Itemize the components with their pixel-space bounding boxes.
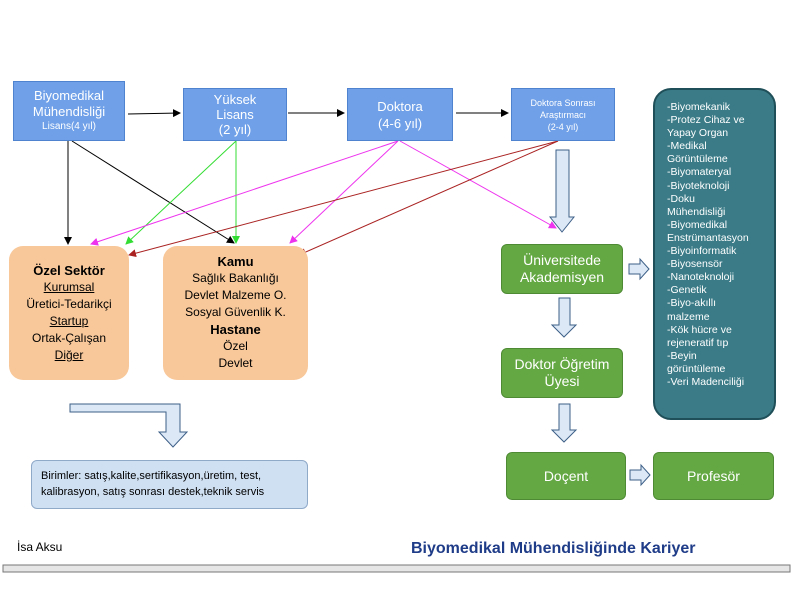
footer-title: Biyomedikal Mühendisliğinde Kariyer	[411, 540, 696, 557]
research-area-line: -Biyomedikal	[667, 218, 728, 231]
box-phd: Doktora (4-6 yıl)	[347, 88, 453, 141]
hospital-item-ozel: Özel	[223, 339, 248, 353]
box-professor: Profesör	[653, 452, 774, 500]
block-arrow-academia-to-areas	[628, 257, 650, 281]
research-area-line: -Biyo-akıllı	[667, 297, 717, 310]
assoc-label: Doçent	[543, 467, 589, 484]
ms-line1: Yüksek	[213, 92, 257, 107]
research-area-line: Yapay Organ	[667, 127, 729, 140]
phd-line1: Doktora	[377, 99, 423, 114]
research-area-line: Enstrümantasyon	[667, 231, 749, 244]
postdoc-line3: (2-4 yıl)	[547, 122, 579, 132]
footer-bar	[2, 564, 791, 573]
box-postdoc: Doktora Sonrası Araştırmacı (2-4 yıl)	[511, 88, 615, 141]
research-area-line: rejeneratif tıp	[667, 336, 729, 349]
research-area-line: -Medikal	[667, 140, 707, 153]
hospital-title: Hastane	[210, 322, 261, 337]
arrow-bme-to-public	[71, 140, 235, 244]
hospital-item-devlet: Devlet	[218, 356, 253, 370]
research-area-line: -Doku	[667, 192, 696, 205]
public-title: Kamu	[217, 254, 254, 269]
academia-line2: Akademisyen	[519, 269, 605, 285]
public-item-devlet-malzeme: Devlet Malzeme O.	[184, 288, 287, 302]
research-area-line: Görüntüleme	[667, 153, 728, 166]
research-area-line: -Genetik	[667, 284, 707, 297]
box-private-sector: Özel Sektör Kurumsal Üretici-Tedarikçi S…	[9, 246, 129, 380]
private-item-ortak: Ortak-Çalışan	[31, 331, 107, 345]
box-academia: Üniversitede Akademisyen	[501, 244, 623, 294]
prof-label: Profesör	[687, 467, 740, 484]
box-associate-professor: Doçent	[506, 452, 626, 500]
box-bme-bachelor: Biyomedikal Mühendisliği Lisans(4 yıl)	[13, 81, 125, 141]
phd-line2: (4-6 yıl)	[377, 116, 423, 131]
bme-line2: Mühendisliği	[32, 104, 106, 119]
postdoc-line2: Araştırmacı	[539, 110, 586, 120]
block-arrow-postdoc-to-academia	[548, 149, 576, 233]
arrow-phd-to-private	[90, 140, 399, 246]
box-units: Birimler: satış,kalite,sertifikasyon,üre…	[31, 460, 308, 509]
block-arrow-assoc-to-prof	[629, 463, 651, 487]
private-title: Özel Sektör	[33, 263, 105, 278]
research-area-line: -Biyoinformatik	[667, 245, 737, 258]
box-faculty: Doktor Öğretim Üyesi	[501, 348, 623, 398]
postdoc-line1: Doktora Sonrası	[530, 98, 596, 108]
research-area-line: -Nanoteknoloji	[667, 271, 735, 284]
private-item-uretici: Üretici-Tedarikçi	[26, 297, 112, 311]
bme-line3: Lisans(4 yıl)	[42, 121, 96, 132]
research-area-line: -Protez Cihaz ve	[667, 114, 745, 127]
block-arrow-academia-to-faculty	[550, 297, 578, 338]
research-area-line: -Kök hücre ve	[667, 323, 732, 336]
private-item-diger: Diğer	[54, 348, 84, 362]
research-area-line: Mühendisliği	[667, 205, 726, 218]
box-masters: Yüksek Lisans (2 yıl)	[183, 88, 287, 141]
arrow-postdoc-to-private	[128, 140, 559, 258]
research-area-line: -Biyosensör	[667, 258, 723, 271]
research-area-line: -Veri Madenciliği	[667, 375, 745, 388]
research-area-line: -Biyoteknoloji	[667, 179, 730, 192]
research-area-line: görüntüleme	[667, 362, 726, 375]
public-item-sgk: Sosyal Güvenlik K.	[185, 305, 286, 319]
academia-line1: Üniversitede	[523, 252, 601, 268]
footer-author: İsa Aksu	[17, 540, 63, 554]
research-area-line: -Biyomateryal	[667, 166, 732, 179]
public-item-saglik: Sağlık Bakanlığı	[192, 271, 279, 285]
block-arrow-private-to-units	[69, 403, 189, 448]
ms-line2: Lisans	[216, 107, 254, 122]
arrow-phd-to-academia	[399, 140, 557, 229]
faculty-line1: Doktor Öğretim	[514, 356, 610, 372]
arrow-ms-to-private	[125, 140, 237, 245]
block-arrow-faculty-to-assoc	[550, 403, 578, 443]
box-public-sector: Kamu Sağlık Bakanlığı Devlet Malzeme O. …	[163, 246, 308, 380]
private-item-kurumsal: Kurumsal	[43, 280, 95, 294]
private-item-startup: Startup	[49, 314, 89, 328]
ms-line3: (2 yıl)	[218, 122, 252, 137]
faculty-line2: Üyesi	[544, 373, 580, 389]
arrow-phd-to-public	[289, 140, 399, 244]
units-text: Birimler: satış,kalite,sertifikasyon,üre…	[41, 470, 265, 498]
arrow-bme-to-ms	[127, 109, 181, 118]
arrow-postdoc-to-public	[298, 140, 559, 256]
research-area-line: malzeme	[667, 310, 710, 323]
research-area-line: -Beyin	[667, 349, 697, 362]
research-area-line: -Biyomekanik	[667, 101, 731, 113]
bme-line1: Biyomedikal	[33, 88, 105, 103]
